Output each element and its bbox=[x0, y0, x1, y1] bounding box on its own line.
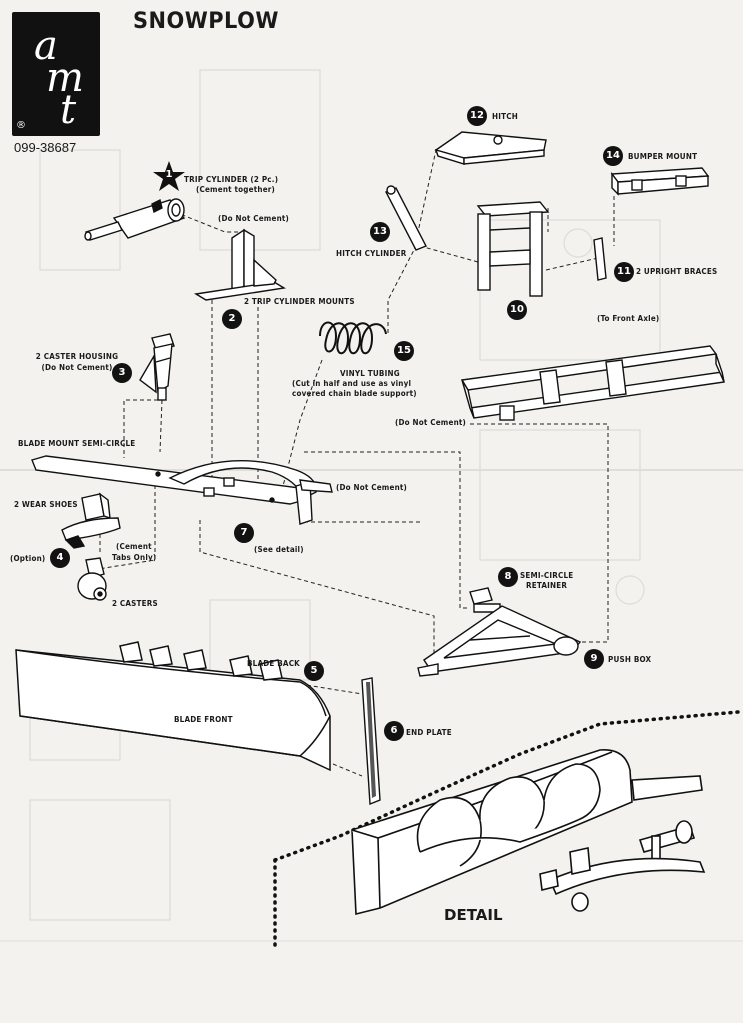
part-9-badge: 9 bbox=[584, 649, 604, 669]
blade-mount-label: BLADE MOUNT SEMI-CIRCLE bbox=[18, 439, 136, 448]
part-15-badge: 15 bbox=[394, 341, 414, 361]
vinyl-tubing-part bbox=[319, 321, 387, 355]
blade-mount-semi-circle-part bbox=[31, 455, 333, 525]
blade-front-label: BLADE FRONT bbox=[174, 715, 233, 724]
part-2-note: (Do Not Cement) bbox=[218, 214, 290, 223]
assembly-leader-lines bbox=[91, 149, 615, 777]
part-1-note: (Cement together) bbox=[196, 185, 276, 194]
part-2-label: 2 TRIP CYLINDER MOUNTS bbox=[244, 297, 355, 306]
cement-tabs-label-2: Tabs Only) bbox=[112, 553, 157, 562]
part-15-label: VINYL TUBING bbox=[340, 369, 400, 378]
part-6-badge: 6 bbox=[384, 721, 404, 741]
part-6-label: END PLATE bbox=[406, 728, 452, 737]
part-8-badge: 8 bbox=[498, 567, 518, 587]
bumper-mount-part bbox=[610, 167, 710, 196]
front-axle-frame-part bbox=[460, 345, 725, 421]
upright-brace-part bbox=[593, 237, 607, 281]
part-14-label: BUMPER MOUNT bbox=[628, 152, 698, 161]
detail-heading: DETAIL bbox=[444, 906, 503, 924]
part-4-badge: 4 bbox=[50, 548, 70, 568]
part-12-label: HITCH bbox=[492, 112, 518, 121]
part-1-label: TRIP CYLINDER (2 Pc.) bbox=[184, 175, 279, 184]
part-3-label: 2 CASTER HOUSING bbox=[35, 352, 119, 361]
part-13-label: HITCH CYLINDER bbox=[336, 249, 407, 258]
upright-frame-part bbox=[476, 201, 550, 297]
part-11-badge: 11 bbox=[614, 262, 634, 282]
part-5-badge: 5 bbox=[304, 661, 324, 681]
hitch-cylinder-part bbox=[385, 185, 427, 251]
part-10-badge: 10 bbox=[507, 300, 527, 320]
part-8-label-1: SEMI-CIRCLE bbox=[520, 571, 574, 580]
part-8-label-2: RETAINER bbox=[526, 581, 568, 590]
amt-logo: a m t ® bbox=[12, 12, 100, 136]
hitch-part bbox=[434, 131, 547, 165]
logo-letter-m: m bbox=[46, 55, 84, 101]
wear-shoes-label: 2 WEAR SHOES bbox=[14, 500, 78, 509]
part-7-label: (See detail) bbox=[254, 545, 304, 554]
blade-part bbox=[15, 641, 331, 772]
caster-part bbox=[77, 557, 107, 601]
wear-shoe-part bbox=[61, 492, 121, 549]
part-12-badge: 12 bbox=[467, 106, 487, 126]
part-14-badge: 14 bbox=[603, 146, 623, 166]
trip-cylinder-mount-part bbox=[193, 228, 287, 301]
registered-mark: ® bbox=[16, 120, 26, 131]
logo-letter-t: t bbox=[60, 87, 77, 133]
caster-housing-part bbox=[139, 333, 175, 401]
part-7-badge: 7 bbox=[234, 523, 254, 543]
page-title: SNOWPLOW bbox=[133, 9, 279, 34]
star-badge-icon bbox=[153, 161, 185, 191]
part-10-note: (Do Not Cement) bbox=[395, 418, 467, 427]
part-4-label: (Option) bbox=[10, 554, 46, 563]
part-1-number: 1 bbox=[165, 169, 173, 180]
part-5-label: BLADE BACK bbox=[247, 659, 300, 668]
to-front-axle-label: (To Front Axle) bbox=[597, 314, 660, 323]
part-15-note-2: covered chain blade support) bbox=[292, 389, 417, 398]
part-3-badge: 3 bbox=[112, 363, 132, 383]
end-plate-part bbox=[361, 677, 381, 806]
part-3-note: (Do Not Cement) bbox=[41, 363, 113, 372]
part-13-badge: 13 bbox=[370, 222, 390, 242]
part-7-note: (Do Not Cement) bbox=[336, 483, 408, 492]
part-15-note-1: (Cut in half and use as vinyl bbox=[292, 379, 412, 388]
part-11-label: 2 UPRIGHT BRACES bbox=[636, 267, 718, 276]
part-9-label: PUSH BOX bbox=[608, 655, 652, 664]
part-2-badge: 2 bbox=[222, 309, 242, 329]
casters-label: 2 CASTERS bbox=[112, 599, 158, 608]
kit-part-number: 099-38687 bbox=[14, 140, 77, 155]
cement-tabs-label-1: (Cement bbox=[116, 542, 152, 551]
push-box-part bbox=[417, 605, 582, 677]
trip-cylinder-part bbox=[84, 198, 186, 241]
detail-assembly-drawing bbox=[351, 749, 706, 916]
semi-circle-retainer-part bbox=[469, 587, 501, 613]
logo-letter-a: a bbox=[34, 23, 58, 69]
